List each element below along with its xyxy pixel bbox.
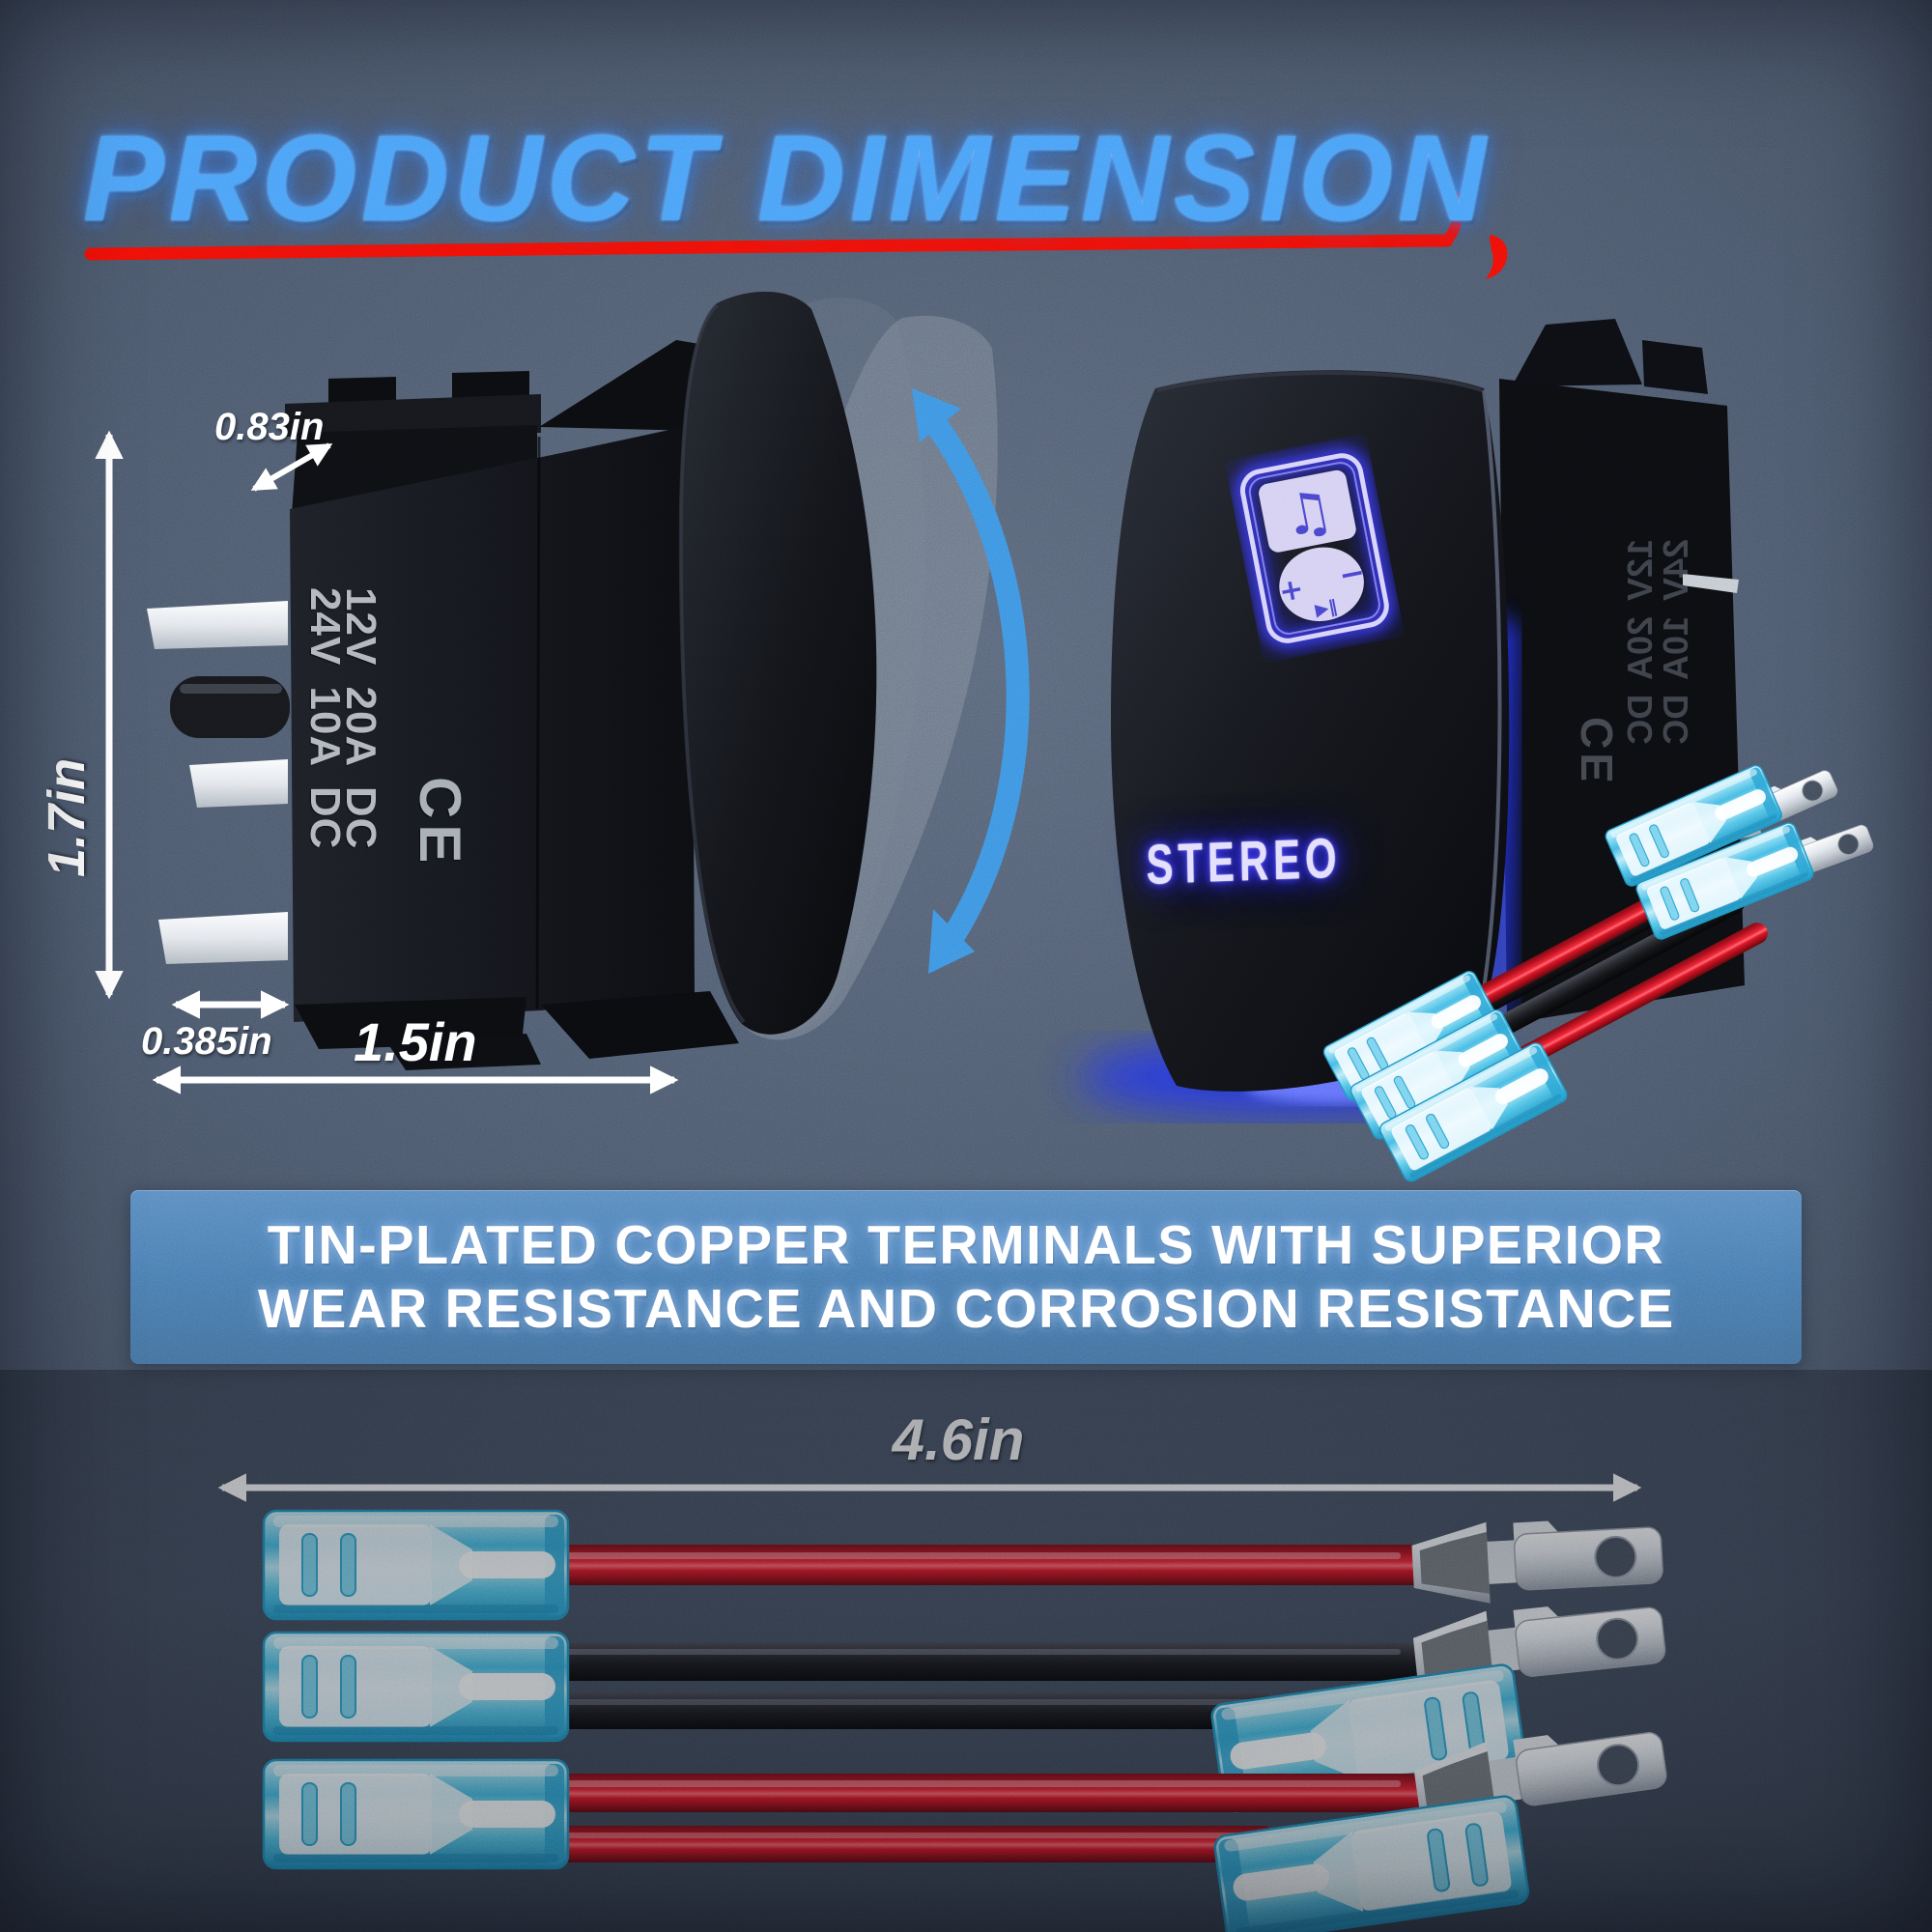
ce-mark-mirrored: CE (1572, 717, 1622, 786)
stereo-label: STEREO (1146, 826, 1343, 896)
body-height-label: 1.7in (38, 757, 96, 877)
ce-mark: CE (408, 777, 472, 869)
page-title: PRODUCT DIMENSION (83, 110, 1492, 246)
rear-clip (1512, 319, 1642, 386)
female-connector (262, 1758, 570, 1870)
rear-clip-2 (1642, 340, 1708, 394)
wire-length-label: 4.6in (892, 1407, 1025, 1472)
jumper-wires (262, 1509, 1671, 1932)
spade-pin-2 (189, 759, 288, 808)
round-pin-highlight (180, 684, 282, 694)
terminal-width-label: 0.385in (141, 1020, 272, 1063)
body-width-label: 1.5in (354, 1011, 477, 1072)
jumper-wire-red-1 (262, 1509, 1665, 1621)
female-connector (262, 1631, 570, 1743)
female-connector (262, 1509, 570, 1621)
rating-row-2: 24V 10A DC (301, 587, 349, 850)
switch-rating-markings: 12V 20A DC 24V 10A DC (301, 587, 384, 850)
rating-row-1: 12V 20A DC (1620, 539, 1660, 745)
spade-pin-3 (158, 912, 288, 964)
mp3-player-icon: ♫ + − ▶‖ (1230, 442, 1400, 654)
banner-line-2: WEAR RESISTANCE AND CORROSION RESISTANCE (257, 1278, 1675, 1340)
spade-pin-1 (147, 601, 288, 649)
play-pause-glyph: ▶‖ (1314, 596, 1339, 620)
female-connector-right (1211, 1793, 1531, 1932)
feature-banner: TIN-PLATED COPPER TERMINALS WITH SUPERIO… (130, 1190, 1802, 1364)
male-terminal (1409, 1512, 1665, 1608)
body-seam (535, 436, 541, 1009)
banner-line-1: TIN-PLATED COPPER TERMINALS WITH SUPERIO… (267, 1214, 1665, 1276)
switch-front-view: ♫ + − ▶‖ (1077, 319, 1878, 1185)
switch-rating-markings-mirrored: 12V 20A DC 24V 10A DC (1620, 539, 1695, 745)
rating-row-2: 24V 10A DC (1656, 539, 1695, 745)
actuator-width-label: 0.83in (214, 406, 325, 448)
